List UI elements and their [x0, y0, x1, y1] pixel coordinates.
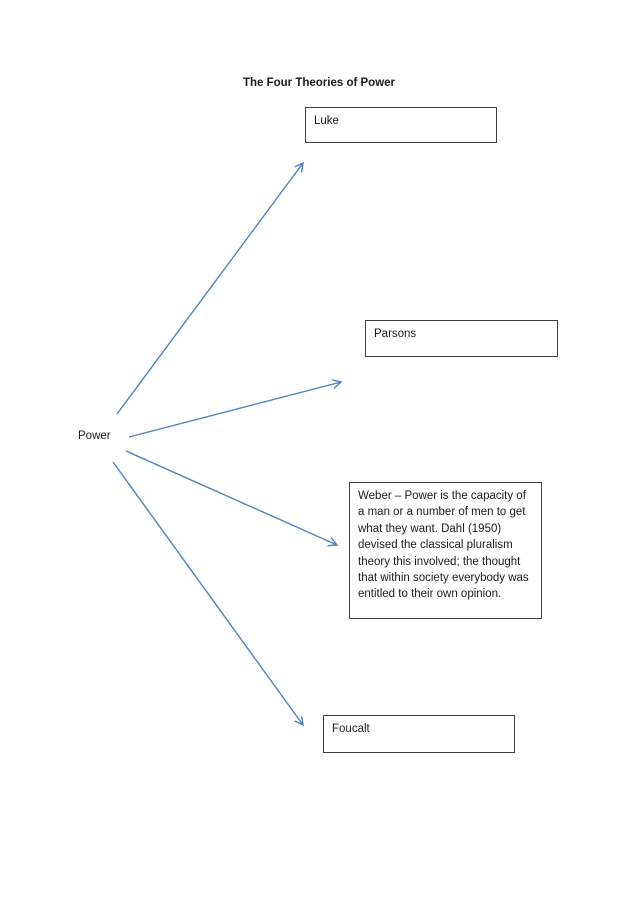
power-node-label: Power — [78, 430, 111, 442]
node-box-luke: Luke — [305, 107, 497, 143]
arrow-power-to-weber — [125, 450, 337, 545]
node-box-foucalt: Foucalt — [323, 715, 515, 753]
node-box-weber: Weber – Power is the capacity of a man o… — [349, 482, 542, 619]
arrow-power-to-parsons — [128, 382, 341, 438]
arrow-power-to-luke — [116, 163, 303, 415]
node-label-weber: Weber – Power is the capacity of a man o… — [358, 490, 529, 601]
node-label-parsons: Parsons — [374, 328, 417, 340]
node-label-luke: Luke — [314, 115, 339, 127]
arrow-power-to-foucalt — [112, 461, 303, 725]
page-title: The Four Theories of Power — [242, 77, 396, 89]
node-label-foucalt: Foucalt — [332, 723, 370, 735]
node-box-parsons: Parsons — [365, 320, 558, 357]
